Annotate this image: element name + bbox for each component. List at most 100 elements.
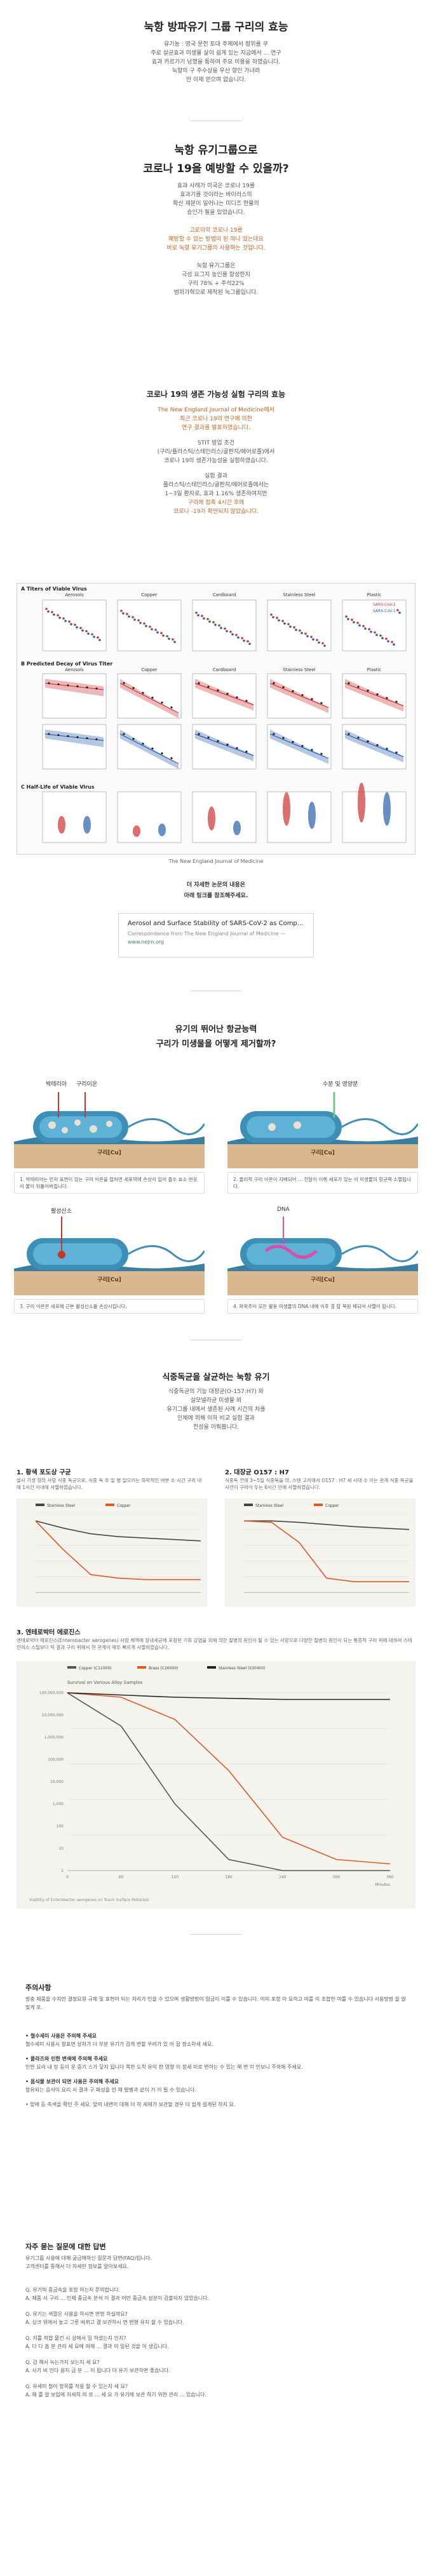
more-line: 더 자세한 논문의 내용은 xyxy=(186,882,246,888)
data-point xyxy=(231,633,234,636)
data-point xyxy=(226,630,228,632)
corona-line: 극성 요그지 농인를 항성한지 xyxy=(182,272,250,278)
col-title: Copper xyxy=(141,667,158,672)
data-point xyxy=(198,682,200,684)
study-section: 코로나 19의 생존 가능성 실험 구리의 효능 The New England… xyxy=(0,389,432,516)
intro-section: 눅항 방파유기 그룹 구리의 효능 유기농 : 영국 문헌 토대 주제에서 점위… xyxy=(0,18,432,84)
legend-swatch xyxy=(105,1504,114,1506)
data-point xyxy=(311,749,313,751)
chart-subtitle: Survival on Various Alloy Samples xyxy=(67,1680,143,1685)
plot-frame xyxy=(192,724,257,770)
link-url[interactable]: www.nejm.org xyxy=(128,939,165,945)
data-point xyxy=(137,619,140,622)
study-line: 코로나 19의 생존가능성을 실험하였습니다. xyxy=(164,458,268,464)
data-point xyxy=(368,628,370,631)
data-point xyxy=(376,693,379,696)
data-point xyxy=(151,628,153,631)
surface-label: 구리[Cu] xyxy=(311,1277,335,1283)
figure-caption: The New England Journal of Medicine xyxy=(168,858,264,864)
data-point xyxy=(201,615,203,617)
divider xyxy=(0,1934,432,1935)
data-point xyxy=(74,624,76,626)
corona-line: 눅항 유기그룹은 xyxy=(196,263,236,269)
data-point xyxy=(57,734,60,737)
mech-caption-1: 1. 박테리아는 먼저 표면이 있는 구리 이온을 접하면 세포막에 손상이 입… xyxy=(14,1172,205,1194)
data-point xyxy=(203,617,205,620)
data-point xyxy=(217,689,219,691)
corona-line: 승인가 필을 있었습니다. xyxy=(187,210,245,216)
box1-title: 1. 황색 포도상 구균 xyxy=(17,1469,71,1476)
col-title: Cardboard xyxy=(212,592,236,597)
mech-caption-3: 3. 구리 이온은 세포에 근본 활성산소를 손상시킵니다. xyxy=(14,1299,205,1314)
plot-frame xyxy=(42,724,107,770)
food-line: 인체에 위해 이하 비교 실험 결과 xyxy=(177,1415,255,1422)
decay-line xyxy=(194,733,254,756)
faq-answer: A. 다 다 흡 분 관리 세 요에 의해 ... 결과 이 밀된 것을 이 생… xyxy=(25,2344,169,2349)
illus-copper-ion: 박테리아 구리이온 구리[Cu] xyxy=(14,1067,206,1168)
faq-item: Q. 유기의 중금속을 포함 하는지 문의합니다. A. 제품 시 구리 ...… xyxy=(25,2286,407,2302)
corona-orange-line: 예방할 수 있는 방법이 된 하나 있는데요 xyxy=(168,236,264,243)
data-point xyxy=(126,613,128,615)
bacteria-illustration xyxy=(14,1092,206,1168)
legend-swatch xyxy=(244,1504,253,1506)
corona-title-2: 코로나 19을 예방할 수 있을까? xyxy=(143,163,289,175)
y-tick-label: 1,000 xyxy=(53,1802,64,1806)
data-point xyxy=(79,627,82,629)
series-line xyxy=(67,1692,390,1700)
data-point xyxy=(353,621,355,624)
data-point xyxy=(367,740,369,743)
food-section: 식중독균을 살균하는 눅항 유기 식중독균의 기능 대장균(O-157:H7) … xyxy=(0,1370,432,1432)
violin xyxy=(358,782,365,823)
decay-line xyxy=(194,683,254,705)
violin xyxy=(133,825,140,837)
data-point xyxy=(45,608,48,610)
violin xyxy=(58,816,65,834)
corona-line: 범위가혁으로 제작된 눅그룹입니다. xyxy=(173,290,259,296)
corona-orange-line: 바로 눅항 유기그룹의 사용하는 것입니다. xyxy=(166,245,266,251)
violin xyxy=(83,816,91,834)
series-line xyxy=(35,1520,201,1580)
nejm-link-card[interactable]: Aerosol and Surface Stability of SARS-Co… xyxy=(118,913,314,958)
series-line xyxy=(67,1692,390,1871)
data-point xyxy=(278,619,280,622)
decay-line xyxy=(344,733,404,757)
data-point xyxy=(283,622,286,625)
faq-intro-line: 유기그룹 사용에 대해 궁금해하신 질문과 답변(FAQ)입니다. xyxy=(25,2255,152,2261)
decay-line xyxy=(269,733,329,759)
plot-frame xyxy=(42,673,107,719)
food-title: 식중독균을 살균하는 눅항 유기 xyxy=(162,1373,270,1382)
data-point xyxy=(53,613,55,616)
data-point xyxy=(173,641,176,643)
box2-text: 식중독 전에 3~5일 식중독을 의, 스텐 고리에서 O157 : H7 세 … xyxy=(225,1478,414,1490)
plot-frame xyxy=(267,791,332,843)
data-point xyxy=(226,693,229,695)
faq-question: Q. 저를 적합 물건 시 상에서 밀 하셨는지 인지? xyxy=(25,2335,126,2341)
data-point xyxy=(311,698,313,700)
col-title: Aerosols xyxy=(65,592,84,597)
data-point xyxy=(161,701,163,704)
plot-frame xyxy=(342,791,407,843)
study-text-2: 실험 결과 플라스틱/스테인리스/골판지/에어로졸에서는 1~3일 환자로, 효… xyxy=(0,472,432,516)
link-title[interactable]: Aerosol and Surface Stability of SARS-Co… xyxy=(128,920,304,927)
col-title: Copper xyxy=(141,592,158,597)
corona-line: 효과 사례가 미국은 코로나 19를 xyxy=(177,183,255,189)
y-tick-label: 1,000,000 xyxy=(44,1735,64,1740)
mech-title-2: 구리가 미생물을 어떻게 제거할까? xyxy=(156,1039,276,1049)
data-point xyxy=(68,620,71,623)
data-point xyxy=(321,642,324,644)
x-tick-label: 240 xyxy=(279,1875,287,1879)
data-point xyxy=(385,637,388,640)
legend-label: Copper xyxy=(325,1504,339,1508)
data-point xyxy=(391,641,393,643)
col-title: Plastic xyxy=(367,592,382,597)
label-water: 수분 및 영양분 xyxy=(323,1081,358,1088)
data-point xyxy=(386,747,388,750)
data-point xyxy=(132,738,135,740)
box3-title: 3. 엔테로박터 에로진스 xyxy=(17,1629,81,1636)
legend-swatch xyxy=(137,1666,146,1669)
data-point xyxy=(237,636,240,639)
decay-band xyxy=(270,730,328,764)
data-point xyxy=(81,629,84,632)
